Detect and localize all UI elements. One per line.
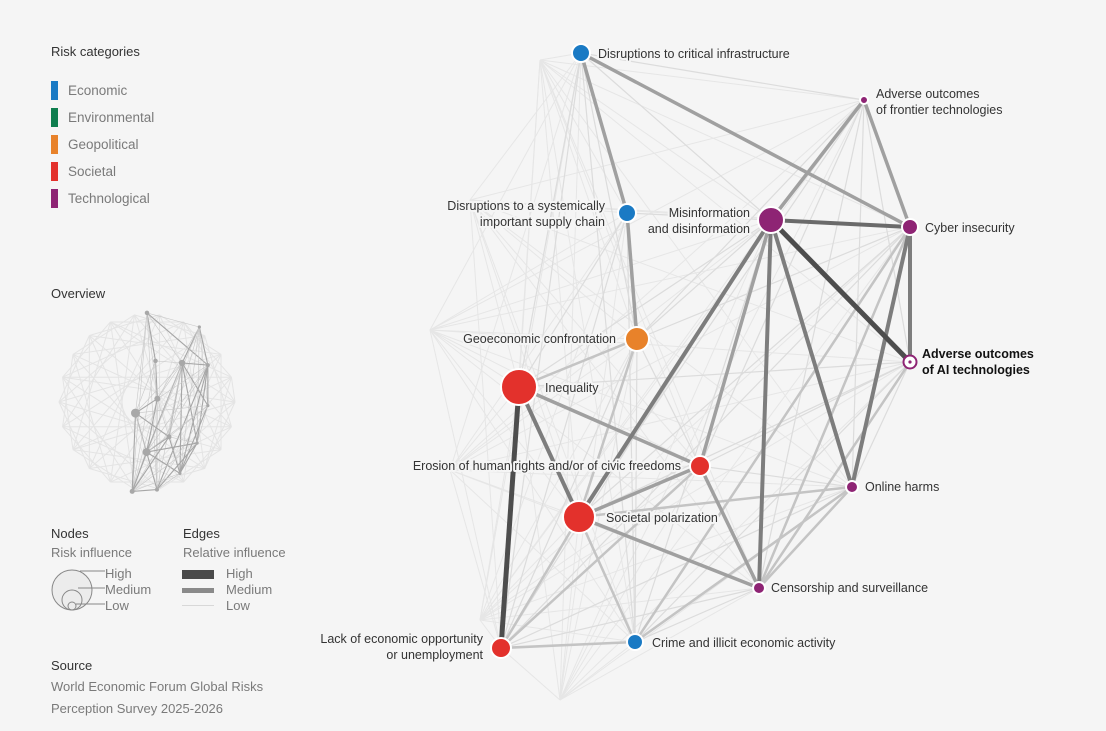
edge-low-swatch	[182, 605, 214, 606]
overview-title: Overview	[51, 286, 106, 301]
edge-level-high: High	[226, 566, 253, 581]
node-label-ineq[interactable]: Inequality	[543, 379, 601, 397]
node-aai[interactable]	[902, 354, 918, 370]
category-swatch	[51, 81, 58, 100]
category-label: Societal	[68, 164, 117, 179]
category-label: Environmental	[68, 110, 155, 125]
category-technological[interactable]: Technological	[51, 185, 154, 212]
node-mis[interactable]	[757, 206, 785, 234]
category-swatch	[51, 189, 58, 208]
node-aof[interactable]	[859, 95, 869, 105]
node-ero[interactable]	[689, 455, 711, 477]
category-swatch	[51, 135, 58, 154]
category-label: Geopolitical	[68, 137, 139, 152]
source-line-1: World Economic Forum Global Risks	[51, 679, 264, 694]
nodes-legend-title: Nodes	[51, 526, 89, 541]
node-label-cen[interactable]: Censorship and surveillance	[769, 579, 930, 597]
node-label-geo[interactable]: Geoeconomic confrontation	[461, 330, 618, 348]
nodes-legend-subtitle: Risk influence	[51, 545, 132, 560]
node-label-ero[interactable]: Erosion of human rights and/or of civic …	[411, 457, 683, 475]
edge-level-medium: Medium	[226, 582, 273, 597]
node-label-cyb[interactable]: Cyber insecurity	[923, 219, 1017, 237]
node-cyb[interactable]	[901, 218, 919, 236]
node-onl[interactable]	[845, 480, 859, 494]
category-geopolitical[interactable]: Geopolitical	[51, 131, 154, 158]
node-label-cri[interactable]: Crime and illicit economic activity	[650, 634, 838, 652]
edges	[498, 51, 912, 650]
category-economic[interactable]: Economic	[51, 77, 154, 104]
nodes	[490, 43, 919, 659]
node-dci[interactable]	[571, 43, 591, 63]
node-level-medium: Medium	[105, 582, 152, 597]
edge-medium-swatch	[182, 588, 214, 593]
category-environmental[interactable]: Environmental	[51, 104, 154, 131]
risk-categories-title: Risk categories	[51, 44, 140, 59]
node-level-low: Low	[105, 598, 129, 613]
edge-high-swatch	[182, 570, 214, 579]
node-level-high: High	[105, 566, 132, 581]
source-title: Source	[51, 658, 93, 673]
category-swatch	[51, 108, 58, 127]
edge-level-low: Low	[226, 598, 250, 613]
category-label: Economic	[68, 83, 128, 98]
node-dsc[interactable]	[617, 203, 637, 223]
node-label-onl[interactable]: Online harms	[863, 478, 941, 496]
node-cri[interactable]	[626, 633, 644, 651]
node-geo[interactable]	[624, 326, 650, 352]
source-line-2: Perception Survey 2025-2026	[51, 701, 224, 716]
category-swatch	[51, 162, 58, 181]
category-label: Technological	[68, 191, 150, 206]
category-societal[interactable]: Societal	[51, 158, 154, 185]
node-label-soc[interactable]: Societal polarization	[604, 509, 720, 527]
node-size-legend-icon	[51, 569, 105, 611]
node-cen[interactable]	[752, 581, 766, 595]
node-soc[interactable]	[562, 500, 596, 534]
node-leo[interactable]	[490, 637, 512, 659]
node-label-dci[interactable]: Disruptions to critical infrastructure	[596, 45, 792, 63]
overview-minimap[interactable]	[52, 306, 242, 498]
edges-legend-title: Edges	[183, 526, 220, 541]
edges-legend-subtitle: Relative influence	[183, 545, 286, 560]
node-labels: Disruptions to critical infrastructureAd…	[318, 45, 1036, 664]
node-ineq[interactable]	[500, 368, 538, 406]
